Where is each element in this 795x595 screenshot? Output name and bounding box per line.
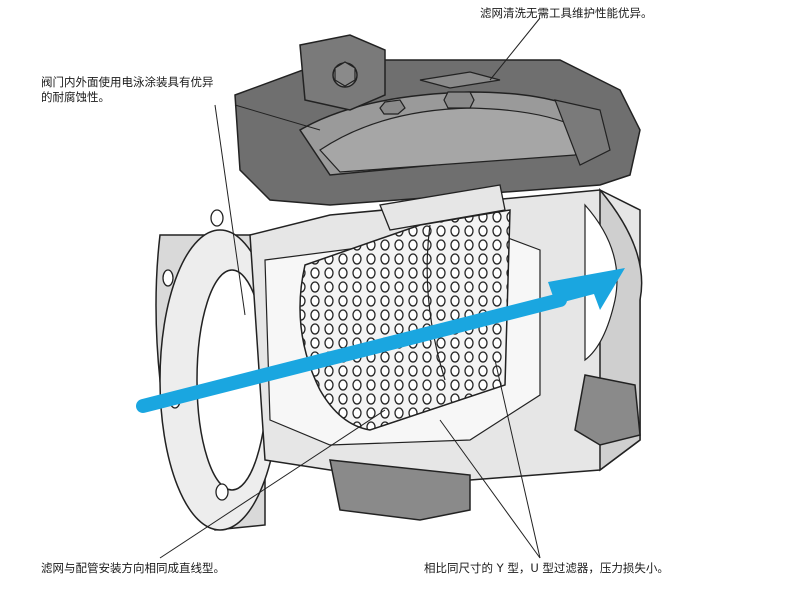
- callout-left: 阀门内外面使用电泳涂装具有优异 的耐腐蚀性。: [41, 75, 214, 105]
- clamp-bolt-assembly: [299, 34, 386, 111]
- leader-left-1: [234, 104, 321, 131]
- leader-top-right: [489, 17, 541, 81]
- bolt-hole-2: [162, 269, 174, 287]
- leader-bottom-right-2: [439, 419, 541, 559]
- strainer-screen: [299, 184, 511, 431]
- left-flange: [155, 209, 281, 531]
- callout-left-line2: 的耐腐蚀性。: [41, 90, 110, 104]
- leader-bottom-left: [159, 409, 386, 559]
- callout-bottom-left: 滤网与配管安装方向相同成直线型。: [41, 561, 225, 575]
- leader-lines: [159, 17, 541, 559]
- callout-left-line1: 阀门内外面使用电泳涂装具有优异: [41, 75, 214, 89]
- leader-left-2: [214, 104, 246, 316]
- callout-bottom-right: 相比同尺寸的 Y 型，U 型过滤器，压力损失小。: [424, 561, 669, 575]
- lid-nut: [379, 91, 475, 115]
- flow-direction-arrow: [136, 268, 625, 413]
- leader-bottom-right-1: [494, 359, 541, 559]
- callout-top-right: 滤网清洗无需工具维护性能优异。: [480, 6, 653, 20]
- bolt-hole-1: [210, 209, 224, 227]
- bottom-base: [329, 374, 641, 521]
- bolt-hole-4: [215, 483, 229, 501]
- cover-lid: [234, 34, 641, 206]
